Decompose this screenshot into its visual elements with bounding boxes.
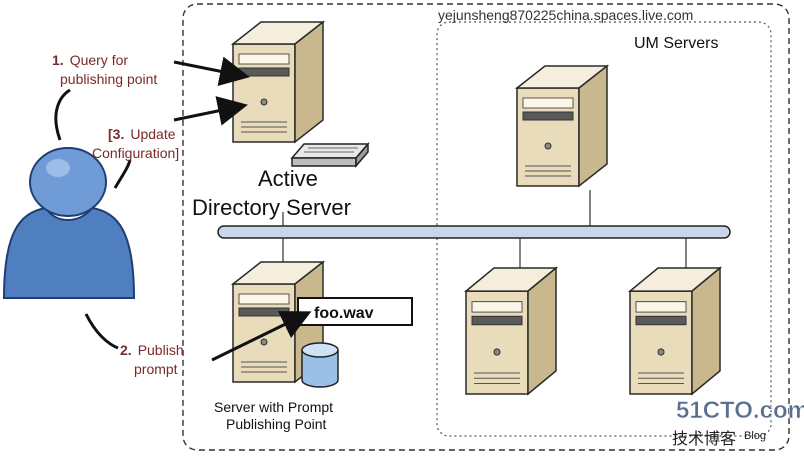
file-name: foo.wav (314, 305, 374, 322)
step2-number: 2. (120, 342, 132, 358)
um-servers-title: UM Servers (634, 35, 718, 52)
active-directory-server-icon (232, 21, 324, 143)
watermark-logo-sub: 技术博客 (672, 430, 736, 448)
step1-connector (54, 88, 71, 141)
step2-connector (84, 313, 119, 350)
um-server-left-icon (465, 267, 557, 395)
ad-server-label-line1: Active (258, 166, 318, 191)
watermark-logo-text: 51CTO.com (676, 397, 804, 424)
step2-text-line1: Publish (138, 342, 184, 358)
um-server-top-icon (516, 65, 608, 187)
step3-label-line2: Configuration] (92, 145, 179, 161)
step2-label-line2: prompt (134, 361, 178, 377)
step1-number: 1. (52, 52, 64, 68)
um-server-right-icon (629, 267, 721, 395)
arrow-publish (211, 311, 312, 362)
step3-number: [3. (108, 126, 124, 142)
network-bus (217, 225, 731, 239)
arrow-update (173, 96, 248, 126)
ad-server-label-line2: Directory Server (192, 195, 351, 220)
step2-label-line1: 2. Publish (120, 342, 184, 358)
prompt-server-label-line2: Publishing Point (226, 416, 327, 432)
step1-label-line2: publishing point (60, 71, 157, 87)
prompt-server-label-line1: Server with Prompt (214, 399, 333, 415)
step3-connector (113, 159, 132, 189)
watermark-url: yejunsheng870225china.spaces.live.com (438, 7, 693, 23)
step3-label-line1: [3. Update (108, 126, 176, 142)
step3-text-line1: Update (130, 126, 175, 142)
step1-text-line1: Query for (70, 52, 129, 68)
user-icon (2, 147, 136, 299)
watermark-logo-blog: Blog (744, 430, 766, 442)
keyboard-icon (290, 141, 370, 169)
watermark-logo: 51CTO.com 技术博客 Blog (672, 397, 804, 448)
arrow-query (173, 56, 250, 87)
step1-label-line1: 1. Query for (52, 52, 128, 68)
database-icon (301, 342, 339, 388)
